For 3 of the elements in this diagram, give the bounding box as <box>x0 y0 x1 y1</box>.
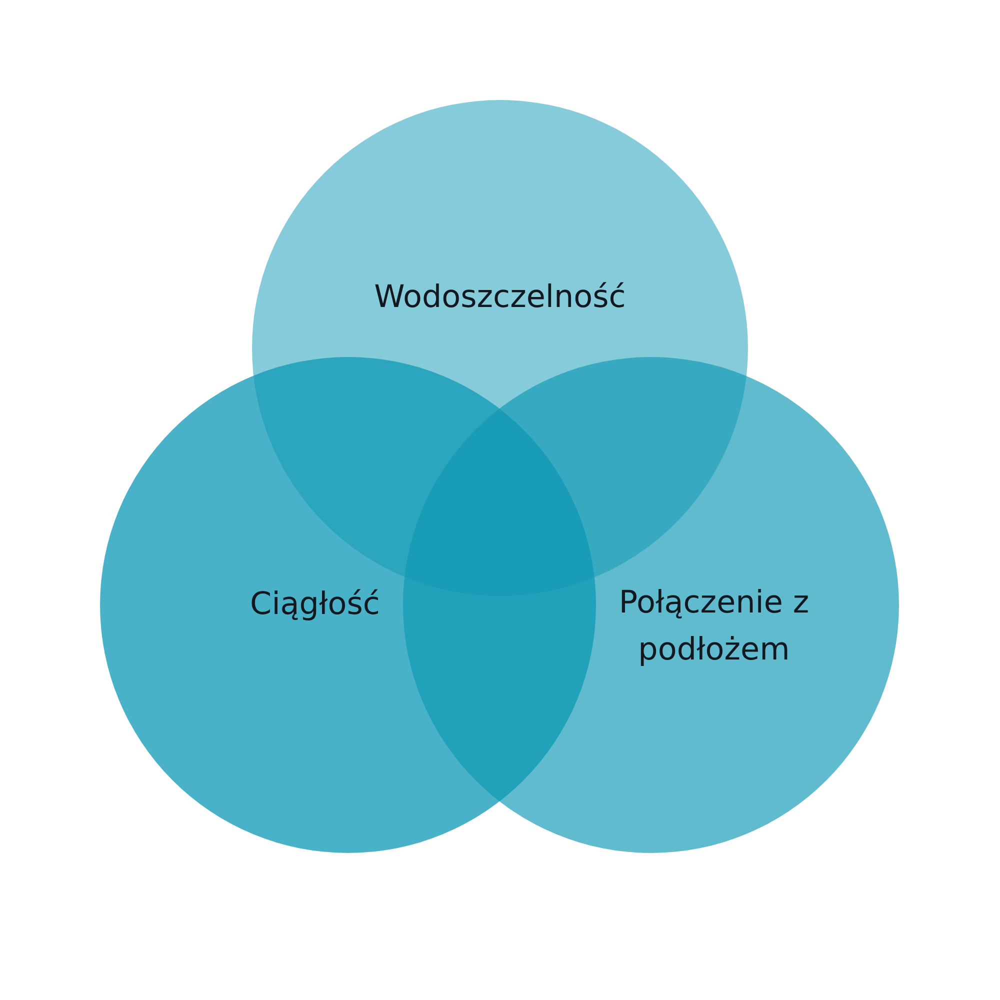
circle-label: Połączenie z podłożem <box>618 584 810 669</box>
circle-label: Wodoszczelność <box>373 278 627 317</box>
circle-label: Ciągłość <box>249 584 381 624</box>
